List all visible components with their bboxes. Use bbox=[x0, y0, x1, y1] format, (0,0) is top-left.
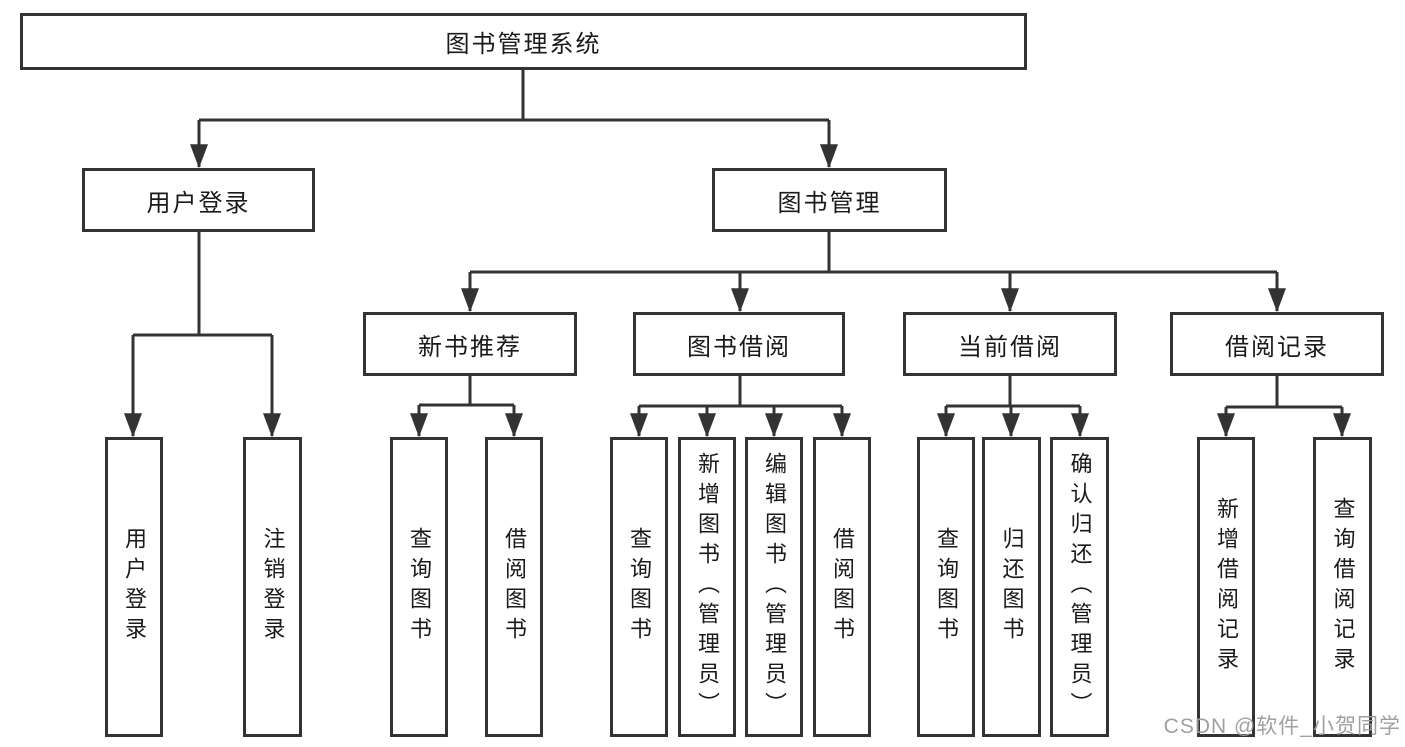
node-library-management-system: 图书管理系统 bbox=[20, 13, 1027, 70]
node-label: 图书管理系统 bbox=[445, 31, 602, 58]
leaf-query-books-recommend: 查询图书 bbox=[390, 437, 448, 737]
node-label: 用户登录 bbox=[146, 189, 251, 217]
node-label: 图书借阅 bbox=[687, 333, 791, 361]
leaf-add-borrow-record: 新增借阅记录 bbox=[1197, 437, 1255, 737]
leaf-borrow-books-recommend: 借阅图书 bbox=[485, 437, 543, 737]
node-label: 当前借阅 bbox=[958, 333, 1062, 361]
node-label: 编辑图书（管理员） bbox=[762, 452, 787, 722]
node-label: 归还图书 bbox=[999, 527, 1025, 647]
node-label: 借阅记录 bbox=[1225, 333, 1329, 361]
leaf-query-books-current: 查询图书 bbox=[917, 437, 975, 737]
node-label: 注销登录 bbox=[260, 527, 286, 647]
node-book-management: 图书管理 bbox=[712, 168, 947, 232]
node-book-borrowing: 图书借阅 bbox=[633, 312, 845, 376]
node-new-book-recommendation: 新书推荐 bbox=[363, 312, 577, 376]
node-label: 确认归还（管理员） bbox=[1067, 452, 1093, 722]
leaf-add-book-admin: 新增图书（管理员） bbox=[678, 437, 736, 737]
node-label: 借阅图书 bbox=[830, 527, 855, 647]
node-label: 用户登录 bbox=[122, 527, 147, 647]
node-label: 查询借阅记录 bbox=[1330, 497, 1356, 677]
node-label: 新增图书（管理员） bbox=[695, 452, 720, 722]
leaf-return-books: 归还图书 bbox=[982, 437, 1041, 737]
node-current-borrowing: 当前借阅 bbox=[903, 312, 1117, 376]
node-label: 新书推荐 bbox=[418, 333, 522, 361]
leaf-query-borrow-record: 查询借阅记录 bbox=[1313, 437, 1372, 737]
node-label: 新增借阅记录 bbox=[1214, 497, 1239, 677]
leaf-query-books-borrowing: 查询图书 bbox=[610, 437, 668, 737]
leaf-logout: 注销登录 bbox=[243, 437, 302, 737]
leaf-borrow-books-borrowing: 借阅图书 bbox=[813, 437, 871, 737]
node-user-login: 用户登录 bbox=[82, 168, 315, 232]
csdn-watermark: CSDN @软件_小贺同学 bbox=[1163, 715, 1401, 738]
node-label: 借阅图书 bbox=[502, 527, 527, 647]
leaf-confirm-return-admin: 确认归还（管理员） bbox=[1050, 437, 1109, 737]
node-label: 查询图书 bbox=[934, 527, 959, 647]
node-label: 图书管理 bbox=[777, 189, 882, 217]
leaf-user-login: 用户登录 bbox=[105, 437, 163, 737]
node-borrowing-records: 借阅记录 bbox=[1170, 312, 1384, 376]
node-label: 查询图书 bbox=[407, 527, 432, 647]
node-label: 查询图书 bbox=[627, 527, 652, 647]
leaf-edit-book-admin: 编辑图书（管理员） bbox=[745, 437, 803, 737]
